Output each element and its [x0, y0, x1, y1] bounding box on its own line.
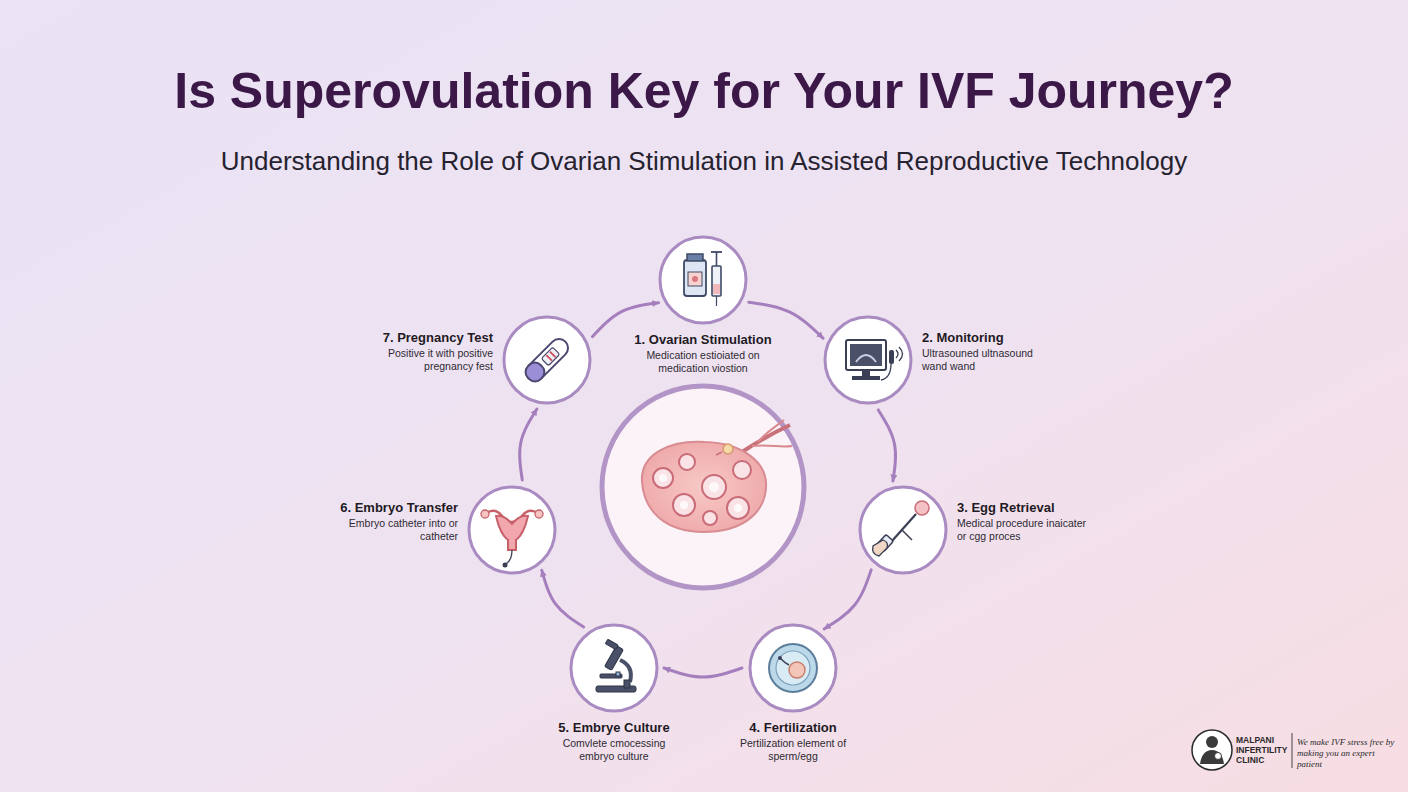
- pregnancy-test-icon: [522, 335, 571, 384]
- uterus-icon: [481, 510, 543, 568]
- ovary-illustration: [602, 386, 804, 588]
- circle-outline: [858, 485, 948, 575]
- step-heading: 3. Egg Retrieval: [957, 500, 1107, 516]
- step-text-box: 6. Embryo TransferEmbryo catheter into o…: [313, 500, 458, 544]
- step-text-box: 4. FertilizationPertilization element of…: [718, 720, 868, 764]
- retrieval-icon: [873, 501, 929, 556]
- clinic-name: MALPANI INFERTILITY CLINIC: [1236, 735, 1298, 765]
- fertilization-icon: [769, 644, 817, 692]
- circle-outline: [748, 623, 838, 713]
- microscope-icon: [596, 639, 636, 692]
- step-text-box: 3. Egg RetrievalMedical procedure inaica…: [957, 500, 1107, 544]
- subtitle: Understanding the Role of Ovarian Stimul…: [221, 145, 1187, 178]
- title-wrap: Is Superovulation Key for Your IVF Journ…: [0, 62, 1408, 120]
- step-circle: 1. Ovarian StimulationMedication estioia…: [658, 235, 748, 325]
- step-description: Medication estioiated on medication vios…: [623, 349, 783, 375]
- circle-border: [504, 317, 590, 403]
- circle-outline: [823, 315, 913, 405]
- step-description: Positive it with positive pregnancy fest: [368, 347, 493, 373]
- step-circle: 4. FertilizationPertilization element of…: [748, 623, 838, 713]
- title: Is Superovulation Key for Your IVF Journ…: [174, 62, 1233, 120]
- step-text-box: 7. Pregnancy TestPositive it with positi…: [353, 330, 493, 374]
- cycle-arrow: [824, 570, 871, 629]
- step-heading: 2. Monitoring: [922, 330, 1062, 346]
- step-text-box: 1. Ovarian StimulationMedication estioia…: [608, 332, 798, 376]
- cycle-arrow: [878, 410, 895, 481]
- step-description: Ultrasouned ultnasound wand wand: [922, 347, 1047, 373]
- step-heading: 4. Fertilization: [718, 720, 868, 736]
- step-circle: 3. Egg RetrievalMedical procedure inaica…: [858, 485, 948, 575]
- cycle-arrow: [664, 668, 742, 677]
- step-heading: 1. Ovarian Stimulation: [608, 332, 798, 348]
- step-description: Pertilization element of sperm/egg: [738, 737, 848, 763]
- step-text-box: 5. Embrye CultureComvlete cmocessing emb…: [539, 720, 689, 764]
- clinic-tagline: We make IVF stress free by making you an…: [1297, 737, 1401, 770]
- step-text-box: 2. MonitoringUltrasouned ultnasound wand…: [922, 330, 1062, 374]
- clinic-tagline-wrap: We make IVF stress free by making you an…: [1297, 737, 1401, 770]
- circle-border: [750, 625, 836, 711]
- circle-outline: [569, 623, 659, 713]
- circle-border: [469, 487, 555, 573]
- clinic-name-wrap: MALPANI INFERTILITY CLINIC: [1236, 735, 1298, 765]
- step-discs: [468, 236, 947, 712]
- cycle-arrow: [592, 303, 658, 337]
- step-circle: 6. Embryo TransferEmbryo catheter into o…: [467, 485, 557, 575]
- subtitle-wrap: Understanding the Role of Ovarian Stimul…: [0, 145, 1408, 178]
- circle-outline: [502, 315, 592, 405]
- step-description: Embryo catheter into or catheter: [338, 517, 458, 543]
- circle-border: [571, 625, 657, 711]
- step-description: Medical procedure inaicater or cgg proce…: [957, 517, 1092, 543]
- step-heading: 7. Pregnancy Test: [353, 330, 493, 346]
- circle-border: [660, 237, 746, 323]
- circle-border: [825, 317, 911, 403]
- cycle-arrow: [520, 409, 537, 480]
- step-circle: 7. Pregnancy TestPositive it with positi…: [502, 315, 592, 405]
- step-heading: 6. Embryo Transfer: [313, 500, 458, 516]
- step-circle: 5. Embrye CultureComvlete cmocessing emb…: [569, 623, 659, 713]
- step-circle: 2. MonitoringUltrasouned ultnasound wand…: [823, 315, 913, 405]
- step-description: Comvlete cmocessing embryo culture: [554, 737, 674, 763]
- ultrasound-icon: [846, 340, 903, 380]
- cycle-arrow: [542, 570, 584, 627]
- step-heading: 5. Embrye Culture: [539, 720, 689, 736]
- circle-outline: [658, 235, 748, 325]
- medication-icon: [684, 252, 722, 306]
- circle-border: [860, 487, 946, 573]
- circle-outline: [467, 485, 557, 575]
